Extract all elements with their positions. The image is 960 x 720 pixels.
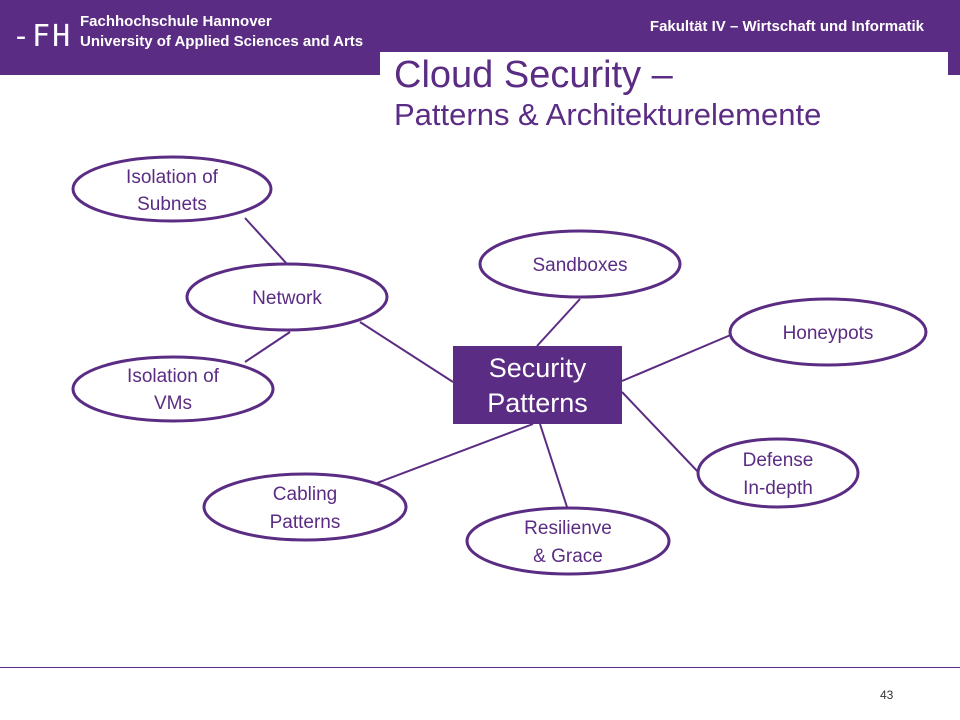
center-node: Security Patterns — [453, 346, 622, 424]
node-network-line-1: Network — [252, 288, 322, 309]
node-isolation-vms-line-1: Isolation of — [127, 366, 220, 387]
node-resilience-grace-shape — [465, 506, 671, 576]
node-isolation-subnets: Isolation of Subnets — [71, 155, 273, 223]
center-label-line-2: Patterns — [487, 388, 588, 418]
fh-logo: -FH — [12, 19, 73, 54]
node-sandboxes-shape — [478, 229, 682, 299]
page-number: 43 — [880, 688, 894, 702]
node-defense-in-depth-line-2: In-depth — [743, 478, 813, 499]
node-isolation-vms: Isolation of VMs — [71, 355, 275, 423]
node-isolation-vms-shape — [71, 355, 275, 423]
node-sandboxes: Sandboxes — [478, 229, 682, 299]
node-isolation-subnets-line-2: Subnets — [137, 194, 207, 215]
node-resilience-grace-line-2: & Grace — [533, 546, 603, 567]
faculty-name: Fakultät IV – Wirtschaft und Informatik — [649, 18, 924, 35]
node-cabling-patterns-shape — [202, 472, 408, 542]
footer-divider — [0, 667, 960, 668]
edge-center-honeypots — [621, 333, 734, 382]
node-sandboxes-line-1: Sandboxes — [532, 255, 627, 276]
node-cabling-patterns-line-1: Cabling — [273, 484, 337, 505]
edge-network-center — [359, 321, 454, 383]
node-defense-in-depth-shape — [696, 437, 860, 509]
slide-title: Cloud Security – Patterns & Architekture… — [380, 52, 948, 142]
node-isolation-vms-line-2: VMs — [154, 393, 192, 414]
university-name-en: University of Applied Sciences and Arts — [80, 33, 364, 50]
university-name: Fachhochschule Hannover University of Ap… — [80, 12, 363, 52]
node-honeypots-line-1: Honeypots — [783, 323, 874, 344]
edge-center-cabling — [376, 423, 534, 484]
node-cabling-patterns-line-2: Patterns — [270, 512, 341, 533]
title-line-1: Cloud Security – — [394, 54, 673, 96]
node-resilience-grace: Resilienve & Grace — [465, 506, 671, 576]
edge-center-defense — [621, 391, 701, 475]
node-cabling-patterns: Cabling Patterns — [202, 472, 408, 542]
connectors — [244, 217, 734, 508]
edge-center-sandboxes — [536, 298, 581, 347]
node-network-shape — [185, 262, 389, 332]
node-honeypots: Honeypots — [728, 297, 928, 367]
edge-subnets-network — [244, 217, 288, 265]
node-isolation-subnets-shape — [71, 155, 273, 223]
center-box — [453, 346, 622, 424]
node-network: Network — [185, 262, 389, 332]
node-isolation-subnets-line-1: Isolation of — [126, 167, 219, 188]
center-label-line-1: Security — [489, 353, 587, 383]
university-name-de: Fachhochschule Hannover — [80, 13, 272, 30]
edge-center-resilience — [539, 423, 568, 508]
edge-network-vms — [244, 331, 291, 363]
node-defense-in-depth: Defense In-depth — [696, 437, 860, 509]
node-resilience-grace-line-1: Resilienve — [524, 518, 612, 539]
node-defense-in-depth-line-1: Defense — [743, 450, 814, 471]
node-honeypots-shape — [728, 297, 928, 367]
title-line-2: Patterns & Architekturelemente — [394, 97, 822, 132]
